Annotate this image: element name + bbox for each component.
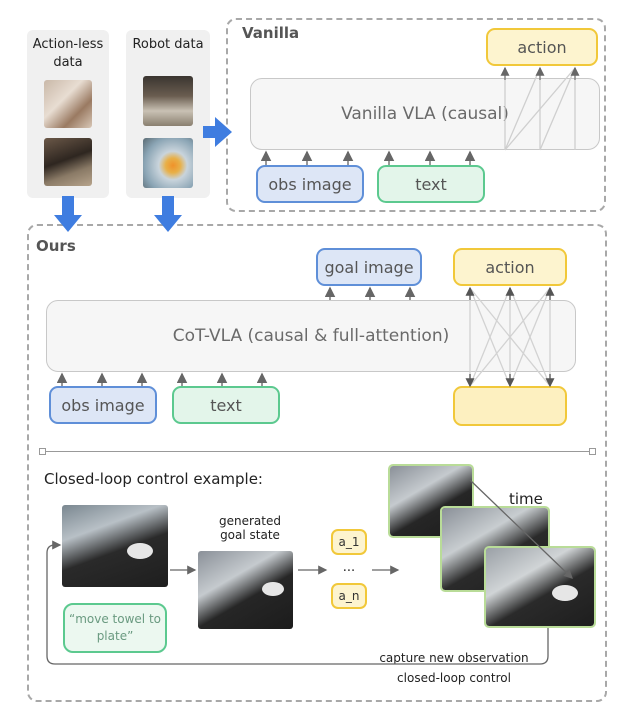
plate-in-goal [262, 582, 284, 596]
plate-in-observation [127, 543, 153, 559]
action-token-an: a_n [331, 583, 367, 609]
generated-goal-label: generated goal state [219, 514, 281, 543]
robot-data-title: Robot data [132, 37, 204, 52]
closed-loop-title: Closed-loop control example: [44, 470, 263, 488]
arrow-down-icon [54, 196, 182, 232]
full-attention-lines [469, 287, 551, 387]
divider-cap-left [39, 448, 46, 455]
instruction-text: “move towel to plate” [63, 603, 167, 653]
capture-observation-label: capture new observation [379, 651, 529, 665]
vanilla-section [226, 18, 606, 212]
ours-title: Ours [36, 237, 76, 255]
ours-goal-image-token: goal image [316, 248, 422, 286]
goal-output-arrows [324, 286, 416, 300]
arrow-right-icon [203, 117, 232, 147]
action-less-data-panel: Action-less data [27, 30, 109, 198]
robot-photo-2 [143, 138, 193, 188]
section-divider [42, 451, 594, 452]
trajectory-frame-3 [484, 546, 596, 628]
robot-data-panel: Robot data [126, 30, 210, 198]
divider-cap-right [589, 448, 596, 455]
action-less-photo-2 [44, 138, 92, 186]
ours-action-token: action [453, 248, 567, 286]
ours-input-arrows [56, 372, 268, 386]
vanilla-output-arrows [500, 66, 580, 80]
vanilla-causal-lines [504, 67, 576, 151]
vanilla-title: Vanilla [242, 24, 300, 42]
action-less-photo-1 [44, 80, 92, 128]
cot-vla-model: CoT-VLA (causal & full-attention) [46, 300, 576, 372]
time-label: time [509, 490, 543, 508]
ours-text-token: text [172, 386, 280, 424]
robot-photo-1 [143, 76, 193, 126]
vanilla-text-token: text [377, 165, 485, 203]
ours-section [27, 224, 607, 702]
vanilla-input-arrows [260, 150, 476, 165]
action-ellipsis: ... [342, 560, 356, 575]
action-attention-arrows [465, 286, 555, 388]
closed-loop-flow [46, 479, 573, 665]
ours-action-output-token [453, 386, 567, 426]
ours-obs-image-token: obs image [49, 386, 157, 424]
action-token-a1: a_1 [331, 529, 367, 555]
vanilla-action-token: action [486, 28, 598, 66]
vanilla-obs-image-token: obs image [256, 165, 364, 203]
plate-in-frame-3 [552, 585, 578, 601]
action-less-data-title: Action-less data [32, 37, 104, 71]
closed-loop-label: closed-loop control [397, 671, 511, 685]
vanilla-vla-model: Vanilla VLA (causal) [250, 78, 600, 150]
